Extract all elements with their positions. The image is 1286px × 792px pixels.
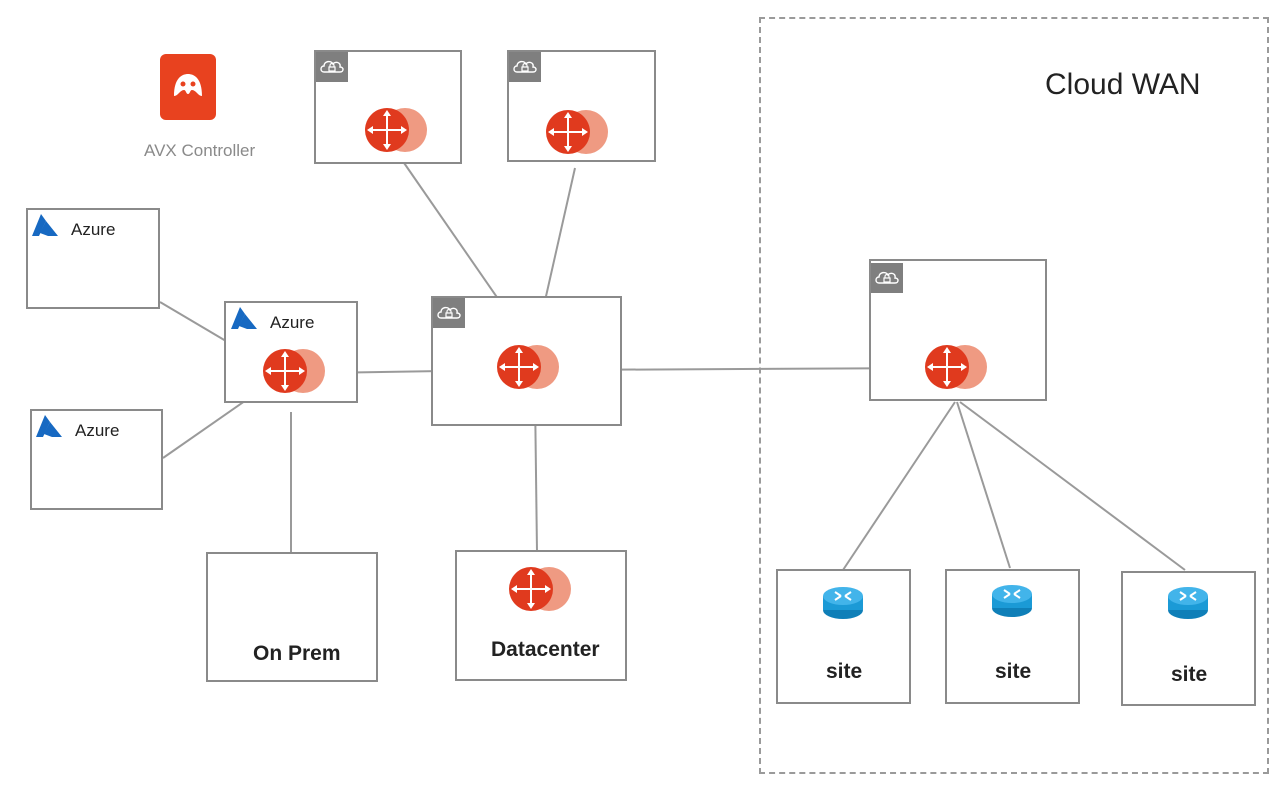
cloud-lock-icon	[316, 52, 348, 82]
router-icon	[1168, 587, 1208, 619]
aviatrix-gateway-icon[interactable]	[365, 102, 429, 158]
on-prem-label: On Prem	[253, 642, 341, 665]
datacenter-label: Datacenter	[491, 638, 600, 661]
link-wan-hub-site-2	[956, 401, 1011, 569]
on-prem-box[interactable]	[206, 552, 378, 682]
cloud-wan-region	[759, 17, 1269, 774]
azure-spoke-1[interactable]	[26, 208, 160, 309]
cloud-lock-icon	[871, 263, 903, 293]
avx-controller-logo[interactable]	[160, 54, 216, 120]
cloud-lock-icon	[509, 52, 541, 82]
avx-controller-label: AVX Controller	[144, 141, 256, 160]
azure-icon	[231, 307, 257, 329]
link-wan-hub-site-3	[959, 401, 1186, 571]
router-icon	[823, 587, 863, 619]
aviatrix-gateway-icon[interactable]	[509, 561, 573, 617]
azure-spoke-1-label: Azure	[71, 220, 116, 239]
azure-icon	[32, 214, 58, 236]
cloud-wan-title: Cloud WAN	[1045, 68, 1201, 101]
aviatrix-gateway-icon[interactable]	[263, 343, 327, 399]
router-icon	[992, 585, 1032, 617]
site-label-3: site	[1171, 663, 1208, 686]
aviatrix-gateway-icon[interactable]	[925, 339, 989, 395]
link-wan-hub-site-1	[842, 401, 956, 571]
site-label-2: site	[995, 660, 1032, 683]
site-label-1: site	[826, 660, 863, 683]
aviatrix-gateway-icon[interactable]	[497, 339, 561, 395]
cloud-lock-icon	[433, 298, 465, 328]
azure-icon	[36, 415, 62, 437]
azure-spoke-2[interactable]	[30, 409, 163, 510]
azure-spoke-2-label: Azure	[75, 421, 120, 440]
azure-transit-label: Azure	[270, 313, 315, 332]
aviatrix-gateway-icon[interactable]	[546, 104, 610, 160]
